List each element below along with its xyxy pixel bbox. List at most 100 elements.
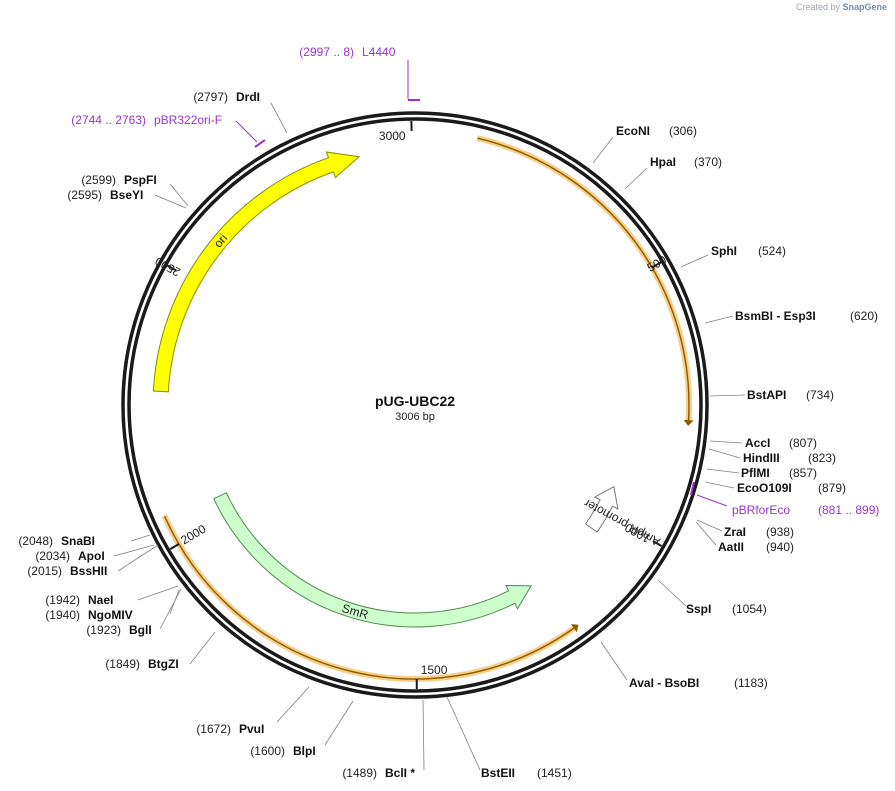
site-snabi-name[interactable]: SnaBI [61,534,95,548]
leader-bsmbi [704,315,734,324]
site-aatii-pos: (940) [766,540,794,554]
plasmid-length: 3006 bp [395,411,435,423]
feature-ori-arrow[interactable] [152,151,361,393]
primer-pbr322ori-f-name[interactable]: pBR322ori-F [154,113,222,127]
site-bsshii-name[interactable]: BssHII [70,564,107,578]
site-bgli-name[interactable]: BglI [129,623,152,637]
site-acci-name[interactable]: AccI [745,436,770,450]
leader-bsshii [117,544,159,572]
primer-pbrforeco-leader [696,494,728,507]
orf-0-line [477,137,690,422]
site-bcli-name[interactable]: BclI * [385,766,415,780]
primer-labels: (2997 .. 8) L4440 (2744 .. 2763) pBR322o… [71,45,879,517]
leader-hindiii [708,448,741,459]
site-pflmi-name[interactable]: PflMI [741,466,770,480]
feature-smr-arrow[interactable] [213,492,532,628]
backbone-outer-ring [121,111,709,699]
primer-pbrforeco-name[interactable]: pBRforEco [732,503,790,517]
site-zrai-pos: (938) [766,525,794,539]
brand-app-name: SnapGene [842,2,887,12]
feature-layer: ori AmpR promoter SmR [152,151,663,628]
primer-pbr322ori-f-mark[interactable] [254,139,266,148]
leader-btgzi [189,631,216,665]
brand-created-by: Created by [795,2,840,12]
site-sphi-pos: (524) [758,244,786,258]
leader-pvui [276,686,310,723]
site-aatii-name[interactable]: AatII [718,540,744,554]
site-leader-lines [113,102,746,771]
leader-avai [600,641,628,681]
plasmid-name: pUG-UBC22 [375,393,455,409]
site-naei-pos: (1942) [45,593,80,607]
tick-label-1500: 1500 [421,663,448,677]
orf-1-arrowhead [571,624,579,633]
site-pspfi-name[interactable]: PspFI [124,173,157,187]
leader-zrai [696,519,723,532]
site-bsmbi-pos: (620) [850,309,878,323]
site-snabi-pos: (2048) [18,534,53,548]
site-hpai-pos: (370) [694,155,722,169]
backbone-inner-ring [127,117,703,693]
site-sspi-name[interactable]: SspI [686,602,711,616]
primer-pbrforeco-range: (881 .. 899) [818,503,879,517]
leader-hpai [624,167,648,190]
site-bseyi-name[interactable]: BseYI [110,188,143,202]
site-sspi-pos: (1054) [732,602,767,616]
leader-pflmi [706,468,740,474]
tick-label-3000: 3000 [379,129,406,143]
site-ecoo109i-pos: (879) [818,481,846,495]
site-drdi-name[interactable]: DrdI [236,90,260,104]
site-bsteii-pos: (1451) [537,766,572,780]
primer-l4440-name[interactable]: L4440 [362,45,396,59]
site-hpai-name[interactable]: HpaI [650,155,676,169]
site-apoi-name[interactable]: ApoI [78,549,105,563]
primer-pbrforeco-mark[interactable] [690,481,695,496]
site-avai-name[interactable]: AvaI - BsoBI [629,676,699,690]
site-acci-pos: (807) [789,436,817,450]
leader-bcli [422,699,425,771]
leader-snabi [130,534,151,542]
primer-pbr322ori-f-leader [235,120,258,143]
site-ngomiv-pos: (1940) [45,608,80,622]
site-bstapi-name[interactable]: BstAPI [747,388,786,402]
site-pvui-name[interactable]: PvuI [239,722,264,736]
leader-drdi [270,102,288,134]
site-econi-pos: (306) [669,124,697,138]
site-ngomiv-name[interactable]: NgoMIV [88,608,133,622]
site-bsteii-name[interactable]: BstEII [481,766,515,780]
site-bsmbi-name[interactable]: BsmBI - Esp3I [735,309,816,323]
site-zrai-name[interactable]: ZraI [724,525,746,539]
site-bstapi-pos: (734) [806,388,834,402]
tick-mark-2000 [169,543,180,550]
orf-0-glow [476,135,692,422]
site-labels: (2797) DrdI (2599) PspFI (2595) BseYI Ec… [18,90,878,780]
site-btgzi-name[interactable]: BtgZI [148,657,179,671]
orf-layer [161,135,694,682]
site-blpi-name[interactable]: BlpI [293,744,316,758]
leader-ngomiv [169,589,180,615]
site-sphi-name[interactable]: SphI [711,244,737,258]
leader-apoi [113,544,155,557]
feature-ampr-promoter-arrow[interactable] [584,485,619,533]
site-blpi-pos: (1600) [250,744,285,758]
site-ecoo109i-name[interactable]: EcoO109I [737,481,792,495]
primer-marks [235,60,728,507]
orf-0-arrowhead [683,419,694,426]
site-bgli-pos: (1923) [86,623,121,637]
leader-naei [137,585,179,601]
orf-1-line [163,515,576,680]
site-econi-name[interactable]: EcoNI [616,124,650,138]
leader-bstapi [709,394,746,397]
site-hindiii-name[interactable]: HindIII [743,451,780,465]
backbone [121,111,709,699]
tick-label-2500: 2500 [152,254,182,279]
site-naei-name[interactable]: NaeI [88,593,113,607]
site-avai-pos: (1183) [734,676,768,690]
leader-bsteii [446,696,481,771]
leader-ecoo109i [704,481,735,489]
site-bsshii-pos: (2015) [27,564,62,578]
tick-mark-2500 [167,264,177,272]
tick-mark-1000 [652,540,663,547]
leader-aatii [695,521,717,546]
